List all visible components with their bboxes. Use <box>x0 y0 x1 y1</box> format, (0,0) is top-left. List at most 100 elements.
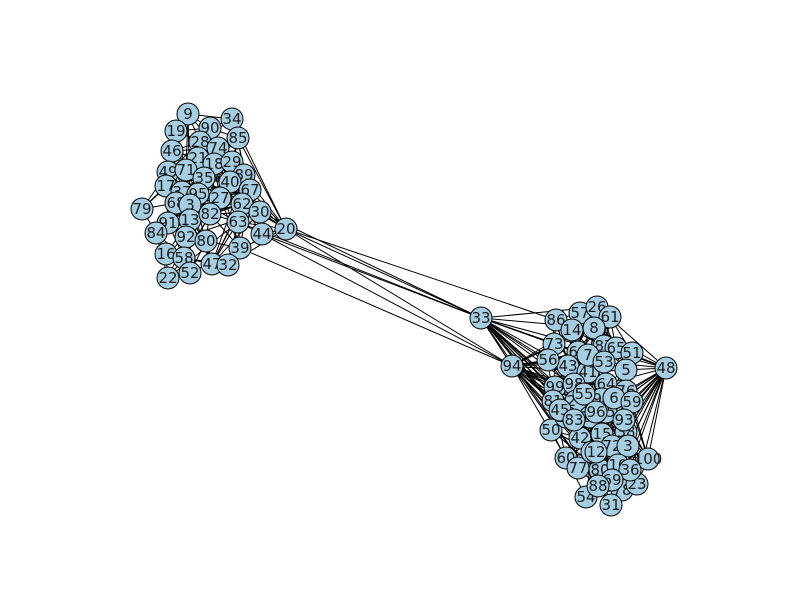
edge-20-33 <box>285 228 482 319</box>
node-31: 31 <box>599 493 623 517</box>
node-9: 9 <box>176 102 200 126</box>
node-circle <box>616 434 640 458</box>
node-label: 80 <box>196 232 215 250</box>
node-8: 8 <box>582 316 606 340</box>
node-circle <box>612 408 636 432</box>
node-circle <box>226 210 250 234</box>
node-label: 52 <box>180 264 199 282</box>
node-61: 61 <box>598 305 622 329</box>
edge-39-94 <box>239 247 513 367</box>
node-circle <box>598 305 622 329</box>
node-label: 33 <box>471 309 490 327</box>
node-circle <box>562 408 586 432</box>
node-circle <box>536 348 560 372</box>
node-label: 92 <box>176 228 195 246</box>
node-label: 63 <box>228 213 247 231</box>
node-label: 35 <box>194 169 213 187</box>
node-circle <box>226 126 250 150</box>
node-label: 59 <box>622 393 641 411</box>
node-label: 79 <box>132 200 151 218</box>
node-label: 85 <box>228 129 247 147</box>
node-circle <box>586 474 610 498</box>
node-label: 82 <box>200 205 219 223</box>
node-circle <box>130 197 154 221</box>
node-77: 77 <box>566 456 590 480</box>
node-circle <box>176 102 200 126</box>
node-label: 40 <box>220 173 239 191</box>
node-circle <box>156 266 180 290</box>
node-label: 84 <box>146 224 165 242</box>
edge-20-86 <box>285 228 557 321</box>
node-20: 20 <box>274 217 298 241</box>
node-5: 5 <box>614 358 638 382</box>
node-label: 36 <box>620 461 639 479</box>
node-94: 94 <box>500 354 524 378</box>
node-label: 71 <box>176 161 195 179</box>
node-label: 3 <box>185 196 195 214</box>
node-52: 52 <box>178 261 202 285</box>
node-label: 62 <box>232 195 251 213</box>
node-82: 82 <box>198 202 222 226</box>
node-label: 16 <box>156 245 175 263</box>
node-label: 83 <box>564 411 583 429</box>
node-label: 6 <box>609 389 619 407</box>
node-circle <box>469 306 493 330</box>
node-label: 28 <box>190 133 209 151</box>
node-label: 22 <box>158 269 177 287</box>
node-label: 86 <box>546 311 565 329</box>
node-label: 12 <box>586 443 605 461</box>
node-85: 85 <box>226 126 250 150</box>
node-label: 8 <box>589 319 599 337</box>
edge-20-94 <box>285 228 513 367</box>
node-circle <box>636 447 660 471</box>
node-label: 96 <box>586 403 605 421</box>
node-16: 16 <box>154 242 178 266</box>
node-label: 57 <box>570 304 589 322</box>
node-label: 50 <box>541 421 560 439</box>
node-label: 100 <box>634 450 663 468</box>
node-71: 71 <box>174 158 198 182</box>
node-33: 33 <box>469 306 493 330</box>
node-92: 92 <box>174 225 198 249</box>
node-96: 96 <box>584 400 608 424</box>
node-label: 44 <box>252 225 271 243</box>
node-label: 41 <box>578 363 597 381</box>
node-label: 46 <box>162 142 181 160</box>
node-label: 19 <box>166 122 185 140</box>
edge-63-33 <box>237 221 482 319</box>
node-84: 84 <box>144 221 168 245</box>
node-label: 14 <box>562 321 581 339</box>
node-label: 13 <box>180 211 199 229</box>
node-circle <box>584 400 608 424</box>
edge-48-100 <box>647 367 667 460</box>
node-79: 79 <box>130 197 154 221</box>
node-83: 83 <box>562 408 586 432</box>
node-19: 19 <box>164 119 188 143</box>
node-label: 88 <box>588 477 607 495</box>
node-label: 42 <box>570 429 589 447</box>
node-label: 31 <box>601 496 620 514</box>
node-label: 61 <box>600 308 619 326</box>
node-46: 46 <box>160 139 184 163</box>
node-label: 47 <box>202 255 221 273</box>
node-63: 63 <box>226 210 250 234</box>
node-circle <box>584 440 608 464</box>
edge-44-94 <box>261 233 513 367</box>
node-14: 14 <box>560 318 584 342</box>
node-88: 88 <box>586 474 610 498</box>
node-label: 77 <box>568 459 587 477</box>
node-circle <box>178 261 202 285</box>
node-circle <box>228 236 252 260</box>
node-circle <box>599 493 623 517</box>
node-57: 57 <box>568 301 592 325</box>
node-13: 13 <box>178 208 202 232</box>
node-label: 20 <box>276 220 295 238</box>
node-circle <box>582 316 606 340</box>
node-label: 48 <box>656 359 675 377</box>
node-3: 3 <box>616 434 640 458</box>
node-label: 51 <box>622 344 641 362</box>
node-label: 53 <box>594 353 613 371</box>
node-80: 80 <box>194 229 218 253</box>
